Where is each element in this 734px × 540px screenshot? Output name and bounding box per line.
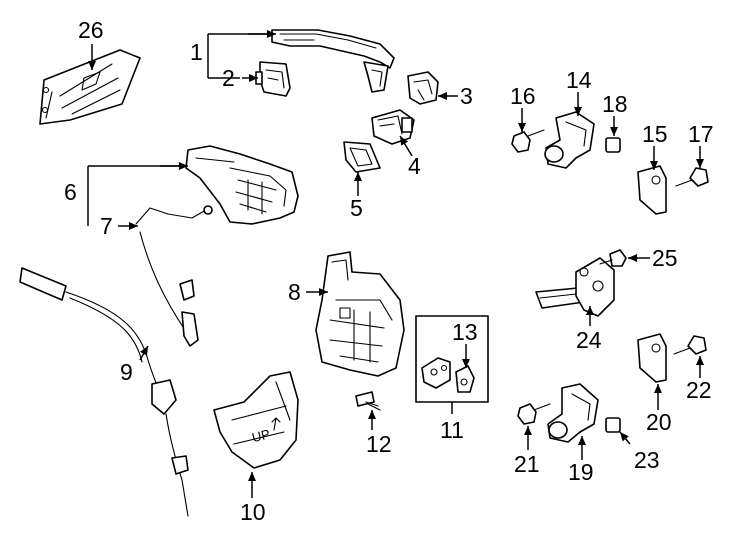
- part-10-shield: UP: [213, 371, 299, 469]
- callout-3: 3: [460, 83, 473, 109]
- part-15-bracket: [637, 165, 667, 215]
- callout-17: 17: [688, 121, 714, 147]
- callout-22: 22: [686, 377, 712, 403]
- part-16-bolt: [511, 129, 545, 153]
- callout-8: 8: [288, 279, 301, 305]
- part-5-gasket: [343, 141, 381, 173]
- part-3-cap: [407, 71, 439, 105]
- callout-10: 10: [240, 499, 266, 525]
- part-17-bolt: [675, 167, 709, 187]
- callout-25: 25: [652, 245, 678, 271]
- part-24-check-strap: [535, 257, 615, 317]
- callout-14: 14: [566, 67, 592, 93]
- callout-21: 21: [514, 451, 540, 477]
- callout-5: 5: [350, 195, 363, 221]
- part-6-inner-handle: [185, 145, 299, 225]
- part-9-cable: [19, 267, 189, 517]
- callout-23: 23: [634, 447, 660, 473]
- part-1-outside-handle: [271, 29, 395, 93]
- callout-9: 9: [120, 359, 133, 385]
- leader-lines: [87, 30, 704, 498]
- callout-24: 24: [576, 327, 602, 353]
- callout-7: 7: [100, 213, 113, 239]
- part-11-striker-kit: [415, 315, 489, 403]
- part-4-cylinder-housing: [371, 109, 415, 145]
- part-8-latch: [315, 251, 405, 377]
- callout-6: 6: [64, 179, 77, 205]
- part-18-bushing: [605, 137, 621, 153]
- part-23-bushing: [605, 417, 621, 433]
- part-25-bolt: [599, 249, 627, 267]
- callout-4: 4: [408, 153, 421, 179]
- stamp-up-text: UP: [250, 426, 271, 445]
- part-2-handle-bracket: [255, 61, 291, 97]
- callout-18: 18: [602, 91, 628, 117]
- callout-12: 12: [366, 431, 392, 457]
- part-14-hinge: [544, 111, 595, 169]
- callout-19: 19: [568, 459, 594, 485]
- part-22-bolt: [673, 335, 707, 355]
- callout-numbers: 26 1 2 3 4 5 6 7 8 9 10 11 12 13 14 15 1…: [64, 17, 714, 525]
- part-26-trim-plate: [39, 49, 141, 125]
- part-7-cable: [135, 205, 213, 347]
- callout-26: 26: [78, 17, 104, 43]
- callout-20: 20: [646, 409, 672, 435]
- callout-16: 16: [510, 83, 536, 109]
- part-12-screw: [355, 391, 381, 411]
- part-21-bolt: [517, 403, 551, 425]
- callout-1: 1: [190, 39, 203, 65]
- callout-2: 2: [222, 65, 235, 91]
- part-20-bracket: [637, 333, 667, 383]
- callout-13: 13: [452, 319, 478, 345]
- callout-15: 15: [642, 121, 668, 147]
- callout-11: 11: [440, 417, 464, 443]
- part-19-hinge: [547, 383, 599, 443]
